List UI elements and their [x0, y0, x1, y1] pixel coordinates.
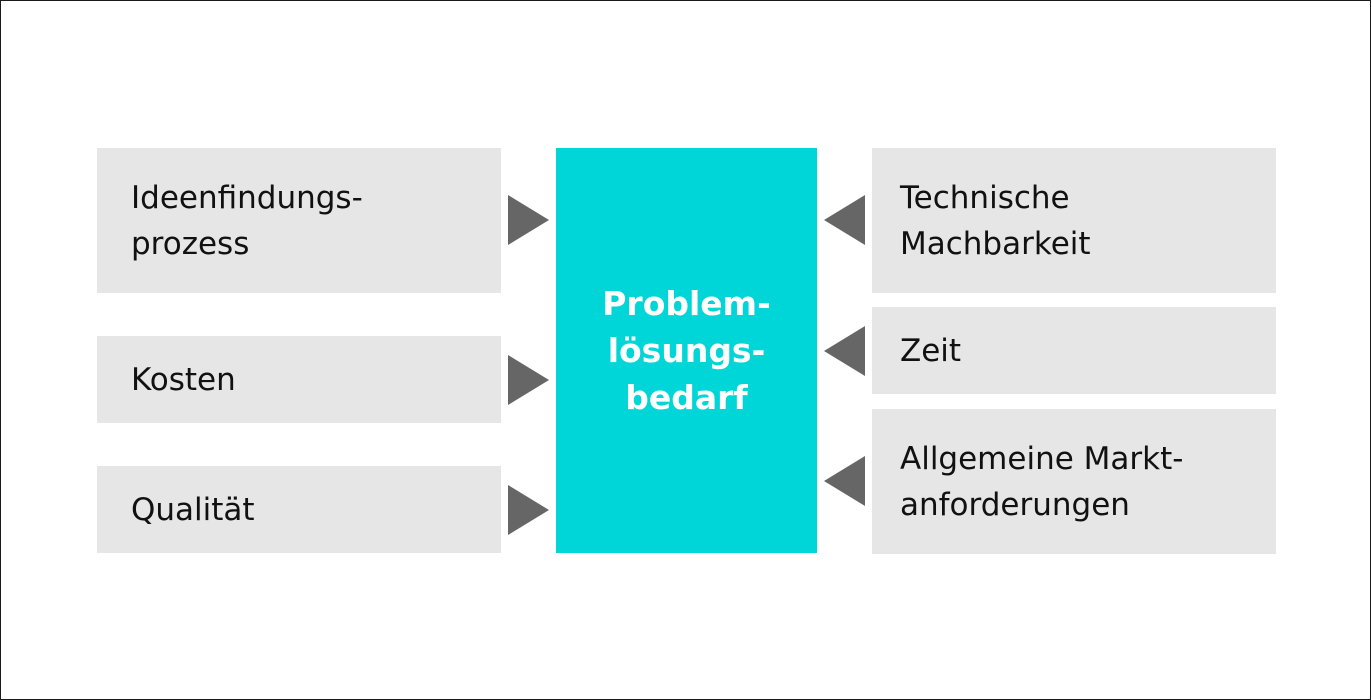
arrow-right-icon	[508, 485, 549, 535]
arrow-right-icon	[508, 355, 549, 405]
input-box-technische-machbarkeit: Technische Machbarkeit	[872, 148, 1276, 293]
input-label: Technische Machbarkeit	[900, 179, 1091, 262]
central-concept-label: Problem- lösungs- bedarf	[602, 284, 771, 417]
input-box-kosten: Kosten	[97, 336, 501, 423]
input-label: Allgemeine Markt- anforderungen	[900, 440, 1184, 523]
input-label: Kosten	[131, 361, 236, 398]
arrow-left-icon	[824, 456, 865, 506]
central-concept-box: Problem- lösungs- bedarf	[556, 148, 817, 553]
arrow-left-icon	[824, 326, 865, 376]
arrow-left-icon	[824, 195, 865, 245]
input-box-qualitaet: Qualität	[97, 466, 501, 553]
input-label: Qualität	[131, 491, 255, 528]
input-box-ideenfindungsprozess: Ideenfindungs- prozess	[97, 148, 501, 293]
arrow-right-icon	[508, 195, 549, 245]
input-label: Zeit	[900, 332, 962, 369]
input-box-zeit: Zeit	[872, 307, 1276, 394]
input-label: Ideenfindungs- prozess	[131, 179, 363, 262]
input-box-allgemeine-marktanforderungen: Allgemeine Markt- anforderungen	[872, 409, 1276, 554]
